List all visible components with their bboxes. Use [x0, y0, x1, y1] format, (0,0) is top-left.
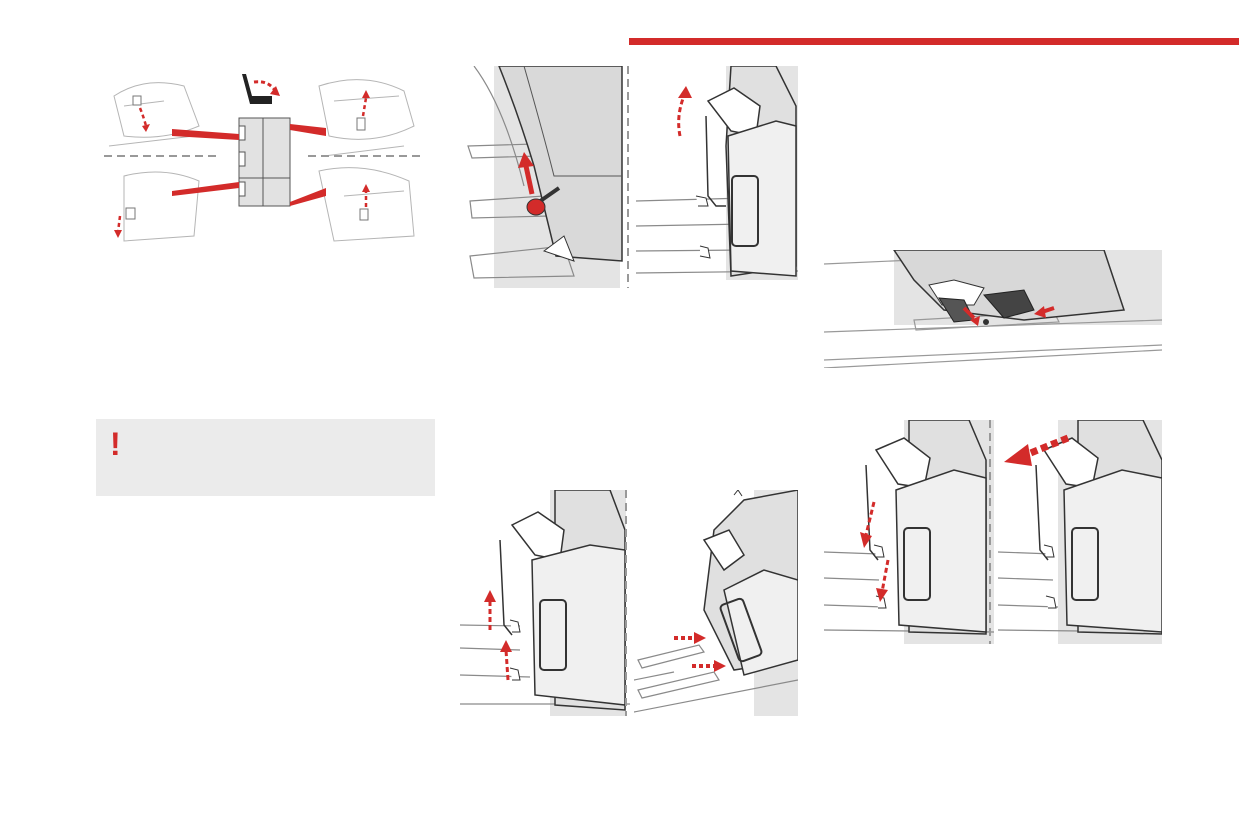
warning-box: ! — [96, 419, 435, 496]
seat-lift-from-rails-illustration — [460, 490, 630, 716]
exclamation-icon: ! — [110, 426, 121, 462]
seat-tip-back-illustration — [998, 420, 1162, 644]
rear-seat-plan — [238, 117, 291, 207]
header-accent-bar — [629, 38, 1239, 45]
seat-insert-anchors-illustration — [824, 420, 994, 644]
floor-anchor-hooks-illustration — [824, 250, 1162, 368]
seat-tilt-forward-illustration — [636, 66, 798, 280]
lever-pull-illustration — [464, 66, 634, 288]
seat-icon — [242, 74, 272, 104]
seat-slide-illustration — [634, 490, 798, 716]
seat-anchorage-overview — [104, 66, 424, 244]
